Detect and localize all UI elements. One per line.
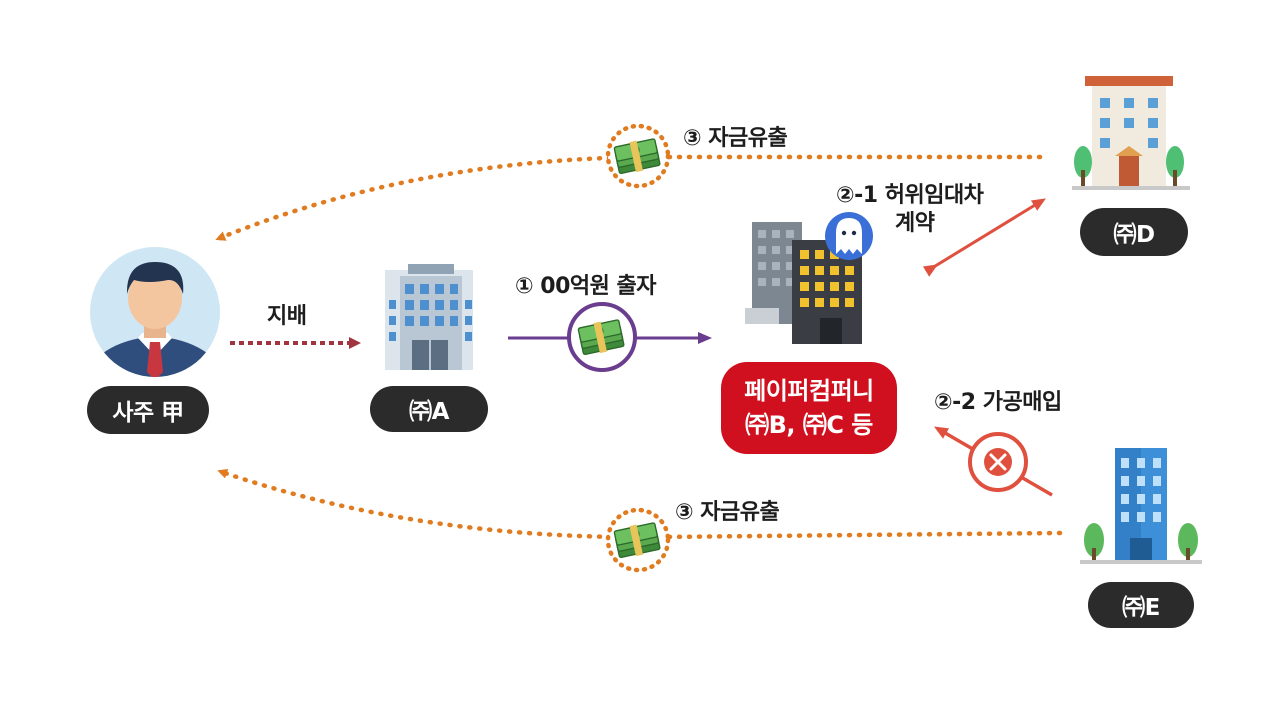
apartment-building-icon <box>1072 76 1190 190</box>
outflow-label-bottom: ③ 자금유출 <box>675 500 780 525</box>
company-d-label: ㈜D <box>1080 208 1188 256</box>
outflow-label-top: ③ 자금유출 <box>683 126 788 151</box>
fake-lease-arrow <box>922 198 1046 277</box>
outflow-arrow-bottom <box>217 468 1063 540</box>
fake-lease-line2: 계약 <box>894 211 935 236</box>
money-stack-icon <box>567 302 637 372</box>
ghost-icon <box>825 212 873 260</box>
company-a-label: ㈜A <box>370 386 488 432</box>
paper-company-label: 페이퍼컴퍼니 ㈜B, ㈜C 등 <box>721 362 897 454</box>
tower-building-icon <box>1080 448 1202 564</box>
office-building-icon <box>385 264 473 370</box>
company-e-label: ㈜E <box>1088 582 1194 628</box>
owner-label: 사주 甲 <box>87 386 209 434</box>
money-stack-icon <box>605 507 671 573</box>
businessman-icon <box>90 247 220 377</box>
fake-lease-line1: ②-1 허위임대차 <box>836 183 984 208</box>
investment-label: ① 00억원 출자 <box>515 274 657 299</box>
control-label: 지배 <box>267 304 307 329</box>
money-stack-icon <box>605 123 671 189</box>
paper-company-line2: ㈜B, ㈜C 등 <box>745 411 873 439</box>
outflow-arrow-top <box>215 154 1043 241</box>
paper-company-line1: 페이퍼컴퍼니 <box>744 377 874 405</box>
fake-lease-label: ②-1 허위임대차 계약 <box>836 182 984 238</box>
fictitious-purchase-label: ②-2 가공매입 <box>934 390 1062 415</box>
